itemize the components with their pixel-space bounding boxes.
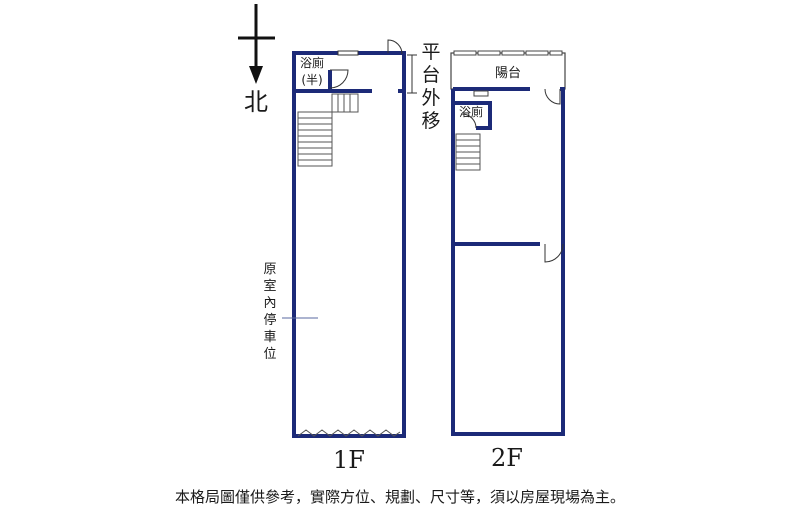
floor2-plan: 陽台 浴廁 2F <box>450 50 566 472</box>
balcony-railing <box>453 50 563 56</box>
floor1-stairs <box>297 93 359 167</box>
floor1-plan: 浴廁 (半) 原室內停車位 1F <box>263 39 406 474</box>
floor2-stairs <box>455 133 481 171</box>
floor2-balcony-door-icon <box>544 88 561 105</box>
floor2-outer-wall <box>451 87 565 436</box>
compass-arrow-icon <box>249 66 263 84</box>
disclaimer: 本格局圖僅供參考，實際方位、規劃、尺寸等，須以房屋現場為主。 <box>174 488 625 506</box>
floor2-bathroom-door-icon <box>461 113 477 129</box>
floor1-outer-wall <box>292 51 406 438</box>
floor1-bathroom-note: (半) <box>301 73 322 87</box>
floor2-room-door-icon <box>544 243 564 263</box>
floor1-bathroom-door-icon <box>329 69 349 89</box>
floor2-bathroom-wall <box>453 101 492 130</box>
floor1-garage-door-icon <box>297 429 401 437</box>
floor1-window-icon <box>337 50 359 56</box>
balcony-label: 陽台 <box>495 66 521 81</box>
platform-annotation: 平台外移 <box>407 41 441 132</box>
compass: 北 <box>238 4 275 116</box>
north-label: 北 <box>244 88 268 116</box>
floor2-bathroom-window-icon <box>473 90 489 97</box>
floor1-label: 1F <box>333 446 365 474</box>
platform-shift-note: 平台外移 <box>421 41 440 132</box>
floor1-bathroom-label: 浴廁 <box>300 55 324 70</box>
floor2-label: 2F <box>491 444 523 472</box>
floor2-bathroom-label: 浴廁 <box>459 104 483 119</box>
parking-note: 原室內停車位 <box>263 262 276 362</box>
floor1-entrance-door-icon <box>387 39 403 55</box>
